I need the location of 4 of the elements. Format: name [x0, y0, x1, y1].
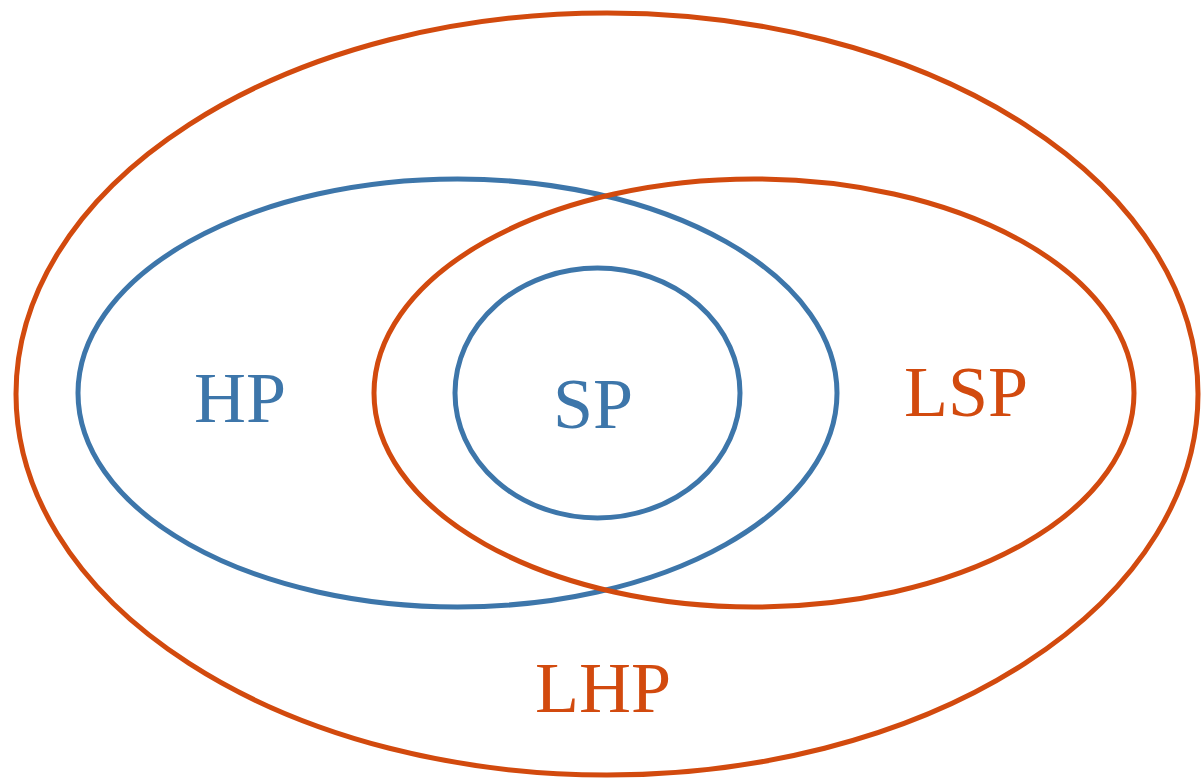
set-label: SP	[552, 368, 634, 440]
set-label: LHP	[535, 652, 671, 724]
set-label: HP	[194, 362, 286, 434]
set-label: LSP	[903, 356, 1029, 428]
